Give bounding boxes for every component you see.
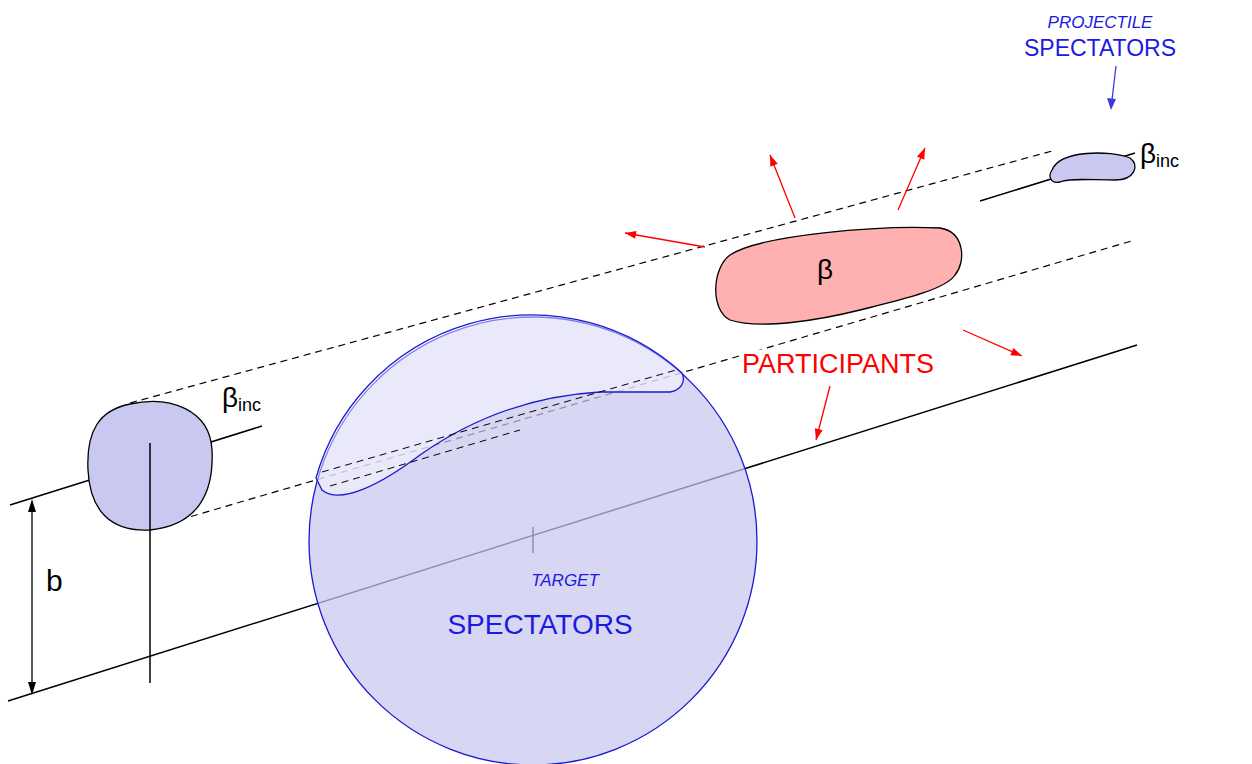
node-outline [1020,5,1220,190]
emission-arrow [815,386,830,440]
velocity-label: βinc [1140,140,1179,170]
carved-channel [316,315,683,495]
leader-arrow [1112,66,1116,100]
emission-line [898,148,925,210]
emission-line [770,155,795,218]
impact-parameter-arrow [31,508,32,688]
projectile-axis-out [980,153,1135,201]
arrow-head [815,428,823,440]
arrow-head [1010,348,1022,356]
participant-fireball: βPARTICIPANTS [700,220,980,390]
emission-arrow [963,330,1022,356]
node-text: PARTICIPANTS [739,350,937,379]
node-text: PROJECTILE [1048,14,1153,31]
channel-dash [330,430,520,486]
arrow-head [28,682,36,695]
arrow-head [770,155,778,167]
node-text: TARGET [531,572,599,589]
arrow-head [917,148,925,160]
target-nucleus: TARGET SPECTATORS [308,316,760,764]
projectile-spectators: PROJECTILE SPECTATORS [1020,5,1220,190]
node-text: SPECTATORS [447,611,632,639]
velocity-label: βinc [222,384,261,414]
channel-dash [322,370,676,472]
node-outline [308,316,760,764]
participant-blob [716,227,962,324]
spectator-blob [1050,153,1135,182]
arrow-head [1107,98,1116,110]
projectile-center-line [149,443,151,683]
arrow-head [28,499,36,512]
emission-line [625,233,705,247]
node-text: SPECTATORS [1024,37,1176,60]
arrow-head [625,231,637,239]
emission-arrow [898,148,925,210]
emission-arrow [625,231,705,247]
emission-line [963,330,1022,356]
emission-arrow [770,155,795,218]
impact-parameter-label: b [46,566,63,596]
node-text: β [817,256,833,284]
